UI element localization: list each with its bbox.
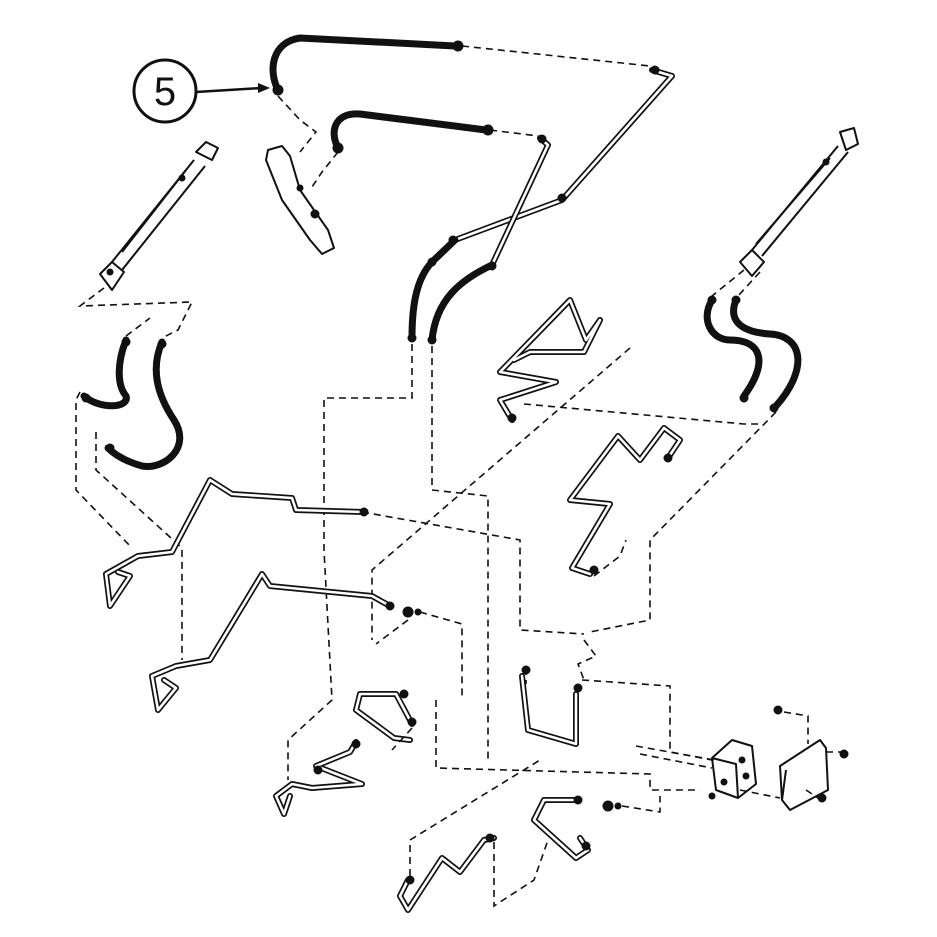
mounting-bracket bbox=[773, 705, 849, 811]
center-hose-left bbox=[407, 235, 459, 343]
bottom-loop-tube-right bbox=[531, 795, 591, 861]
upper-hose-callout-5 bbox=[269, 34, 464, 96]
callout-5: 5 bbox=[132, 58, 270, 124]
zigzag-tube-lower bbox=[567, 425, 683, 577]
left-cylinder-hoses bbox=[80, 336, 184, 470]
bottom-left-loop-tube bbox=[273, 739, 365, 817]
left-tube-lower bbox=[149, 571, 395, 713]
fitting-pair-left bbox=[402, 606, 422, 618]
left-hydraulic-cylinder bbox=[99, 141, 219, 291]
right-cylinder-hoses bbox=[703, 295, 802, 413]
left-valve-block bbox=[265, 145, 335, 255]
callout-leader bbox=[195, 86, 263, 94]
right-hydraulic-cylinder bbox=[739, 127, 859, 277]
bottom-center-loop-tube bbox=[353, 689, 417, 743]
fitting-bottom-right bbox=[602, 800, 622, 812]
bottom-zigzag-tube bbox=[397, 833, 497, 913]
top-right-steel-line bbox=[452, 65, 675, 243]
upper-hose-inner bbox=[330, 110, 494, 154]
middle-steel-line bbox=[489, 134, 551, 268]
control-valve bbox=[708, 739, 757, 800]
center-hose-right bbox=[427, 261, 497, 345]
callout-arrowhead bbox=[258, 83, 270, 93]
left-tube-long bbox=[103, 477, 369, 609]
zigzag-tube-upper bbox=[497, 297, 603, 423]
callout-number: 5 bbox=[154, 70, 176, 114]
bottom-right-center-tube bbox=[519, 665, 583, 747]
